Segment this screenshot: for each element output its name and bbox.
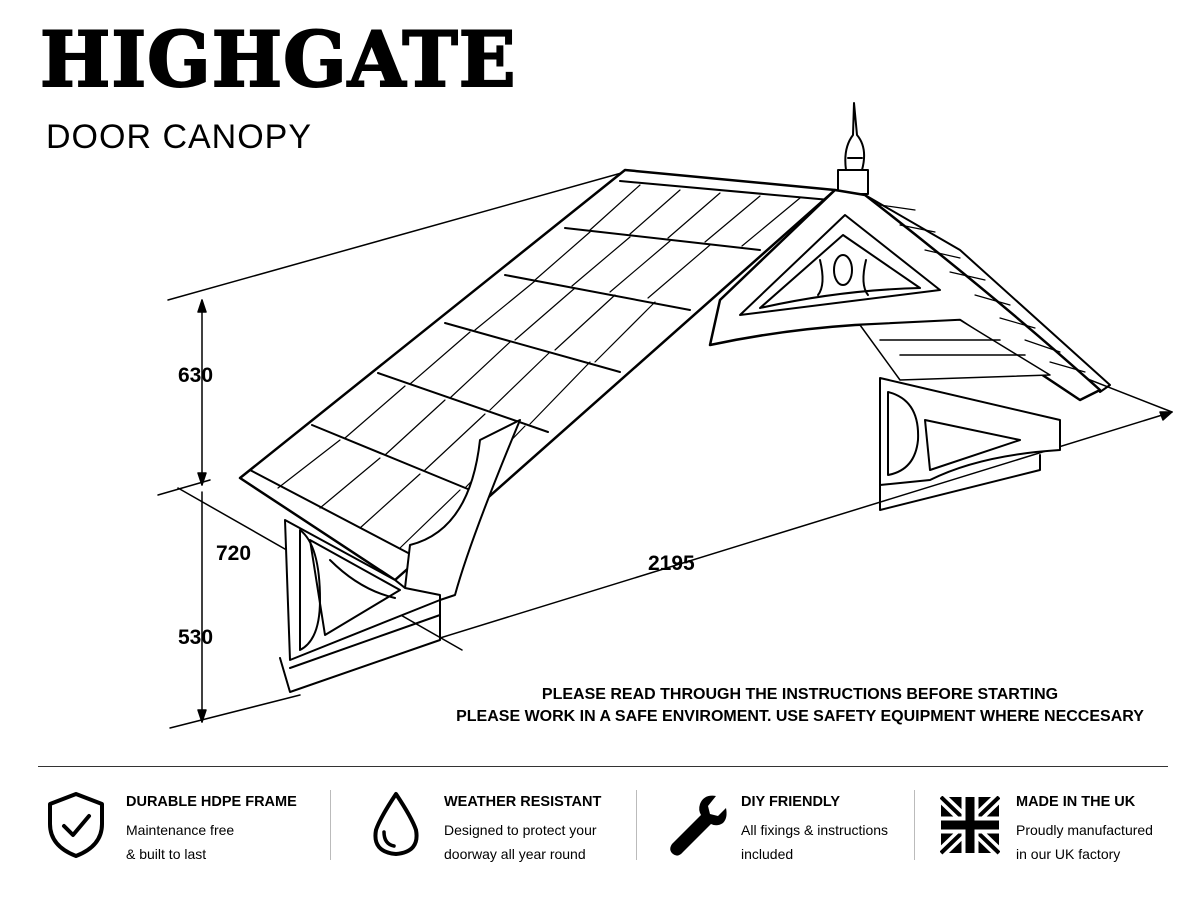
roof-panel bbox=[238, 168, 837, 589]
dimension-depth: 720 bbox=[216, 542, 252, 565]
dimension-height-bottom: 530 bbox=[178, 626, 214, 649]
brand-title: HIGHGATE bbox=[39, 15, 517, 104]
feature-separator bbox=[636, 790, 637, 860]
dimension-height-top: 630 bbox=[178, 364, 214, 387]
notice-line-1: PLEASE READ THROUGH THE INSTRUCTIONS BEF… bbox=[541, 686, 1059, 703]
feature-title: DURABLE HDPE FRAME bbox=[126, 794, 297, 810]
roof-edge-right bbox=[864, 194, 1111, 393]
feature-title: WEATHER RESISTANT bbox=[444, 794, 602, 810]
feature-diy-friendly: DIY FRIENDLY All fixings & instructions … bbox=[664, 790, 904, 870]
safety-notice: PLEASE READ THROUGH THE INSTRUCTIONS BEF… bbox=[420, 684, 1180, 728]
divider bbox=[38, 766, 1168, 767]
feature-title: DIY FRIENDLY bbox=[741, 794, 841, 810]
feature-title: MADE IN THE UK bbox=[1016, 794, 1136, 810]
union-jack-flag-icon bbox=[940, 796, 1000, 856]
feature-line-2: doorway all year round bbox=[444, 846, 586, 862]
dimension-width: 2195 bbox=[648, 552, 695, 575]
feature-weather-resistant: WEATHER RESISTANT Designed to protect yo… bbox=[368, 790, 628, 870]
feature-line-1: Designed to protect your bbox=[444, 822, 597, 838]
feature-line-1: All fixings & instructions bbox=[741, 822, 889, 838]
feature-line-1: Proudly manufactured bbox=[1016, 822, 1153, 838]
feature-line-2: in our UK factory bbox=[1016, 846, 1121, 862]
feature-line-2: & built to last bbox=[126, 846, 207, 862]
feature-line-1: Maintenance free bbox=[126, 822, 235, 838]
front-bracket bbox=[279, 419, 521, 693]
finial bbox=[837, 102, 869, 195]
feature-line-2: included bbox=[741, 846, 794, 862]
shield-check-icon bbox=[48, 792, 104, 858]
water-drop-icon bbox=[373, 792, 419, 856]
wrench-icon bbox=[670, 795, 727, 856]
right-bracket bbox=[879, 377, 1061, 511]
canopy-drawing bbox=[157, 102, 1173, 729]
notice-line-2: PLEASE WORK IN A SAFE ENVIROMENT. USE SA… bbox=[456, 708, 1144, 725]
feature-separator bbox=[330, 790, 331, 860]
feature-separator bbox=[914, 790, 915, 860]
underside-panel bbox=[859, 319, 1051, 381]
feature-durable-frame: DURABLE HDPE FRAME Maintenance free & bu… bbox=[44, 790, 324, 870]
feature-made-in-uk: MADE IN THE UK Proudly manufactured in o… bbox=[940, 790, 1170, 870]
product-subtitle: DOOR CANOPY bbox=[46, 118, 313, 156]
